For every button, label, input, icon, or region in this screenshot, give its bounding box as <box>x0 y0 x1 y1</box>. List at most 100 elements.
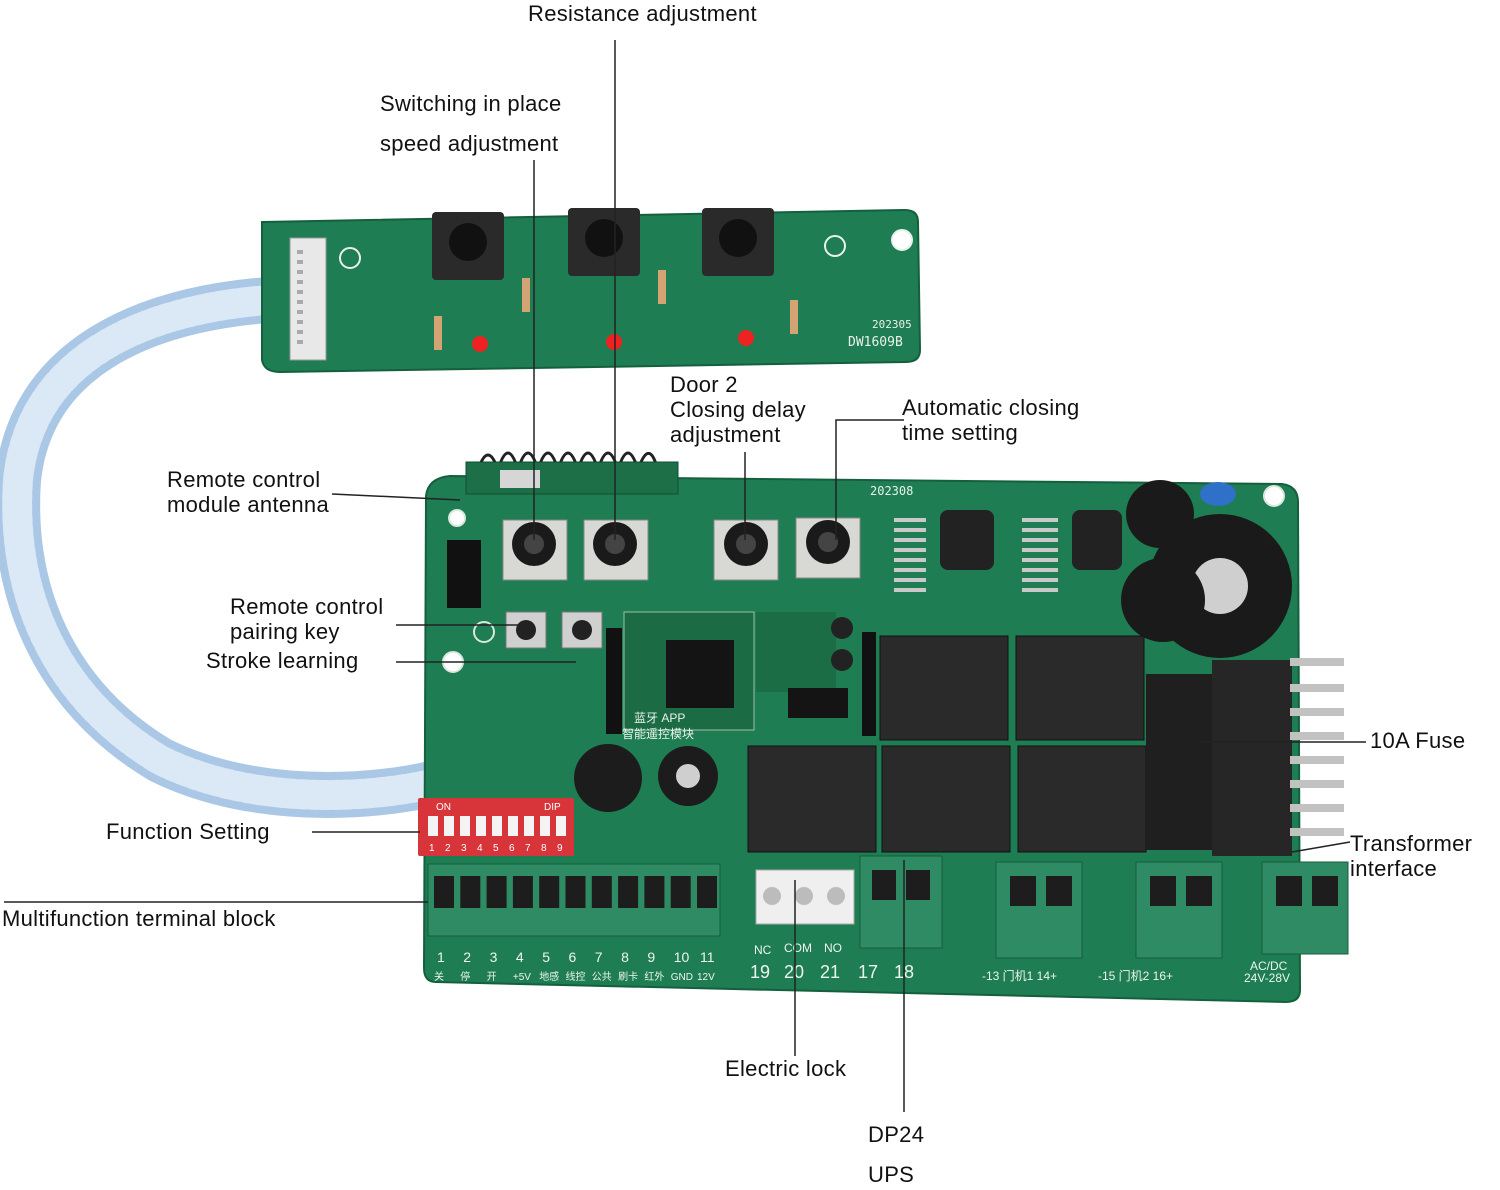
potentiometer-4 <box>795 517 861 579</box>
terminal-function: GND <box>671 972 693 983</box>
motor1-label: -13 门机1 14+ <box>982 968 1057 983</box>
terminal-screw <box>591 876 612 908</box>
terminal-number: 10 <box>674 949 690 965</box>
leader-lines <box>4 40 1366 1112</box>
dip-number: 9 <box>557 843 563 854</box>
label-fuse: 10A Fuse <box>1370 728 1466 753</box>
module-label-1: 蓝牙 APP <box>634 711 685 725</box>
terminal-screw <box>512 876 533 908</box>
module-label-2: 智能遥控模块 <box>622 726 694 741</box>
terminal-function: +5V <box>513 972 531 983</box>
push-button-2 <box>568 208 640 276</box>
terminal-screw <box>434 876 454 908</box>
terminal-number: 3 <box>490 949 498 965</box>
dip-key <box>540 816 550 836</box>
terminal-screw <box>697 876 717 908</box>
terminal-function: 刷卡 <box>618 970 638 983</box>
motor1-terminal <box>995 861 1083 959</box>
terminal-screw <box>539 876 560 908</box>
label-terminal-block: Multifunction terminal block <box>2 906 276 931</box>
label-transformer: Transformer interface <box>1350 831 1473 881</box>
dip-on-label: ON <box>436 802 451 813</box>
lock-num-19: 19 <box>750 962 770 982</box>
terminal-function: 线控 <box>566 970 586 983</box>
label-pairing-key: Remote control pairing key <box>230 594 384 644</box>
motor2-label: -15 门机2 16+ <box>1098 968 1173 983</box>
push-button-1 <box>432 212 504 280</box>
push-button-3 <box>702 208 774 276</box>
label-switching-speed: Switching in place speed adjustment <box>380 91 562 156</box>
dip-key <box>460 816 470 836</box>
dip-number: 6 <box>509 843 515 854</box>
label-antenna: Remote control module antenna <box>167 467 329 517</box>
potentiometer-2 <box>583 519 649 581</box>
antenna-coil <box>476 451 658 476</box>
terminal-number: 8 <box>621 949 629 965</box>
dip-key <box>524 816 534 836</box>
lock-pin-nc: NC <box>754 943 772 957</box>
terminal-function: 红外 <box>644 970 664 983</box>
power-label-1: AC/DC <box>1250 959 1288 973</box>
dip-number: 4 <box>477 843 483 854</box>
terminal-screw <box>565 876 586 908</box>
label-stroke-learning: Stroke learning <box>206 648 359 673</box>
dip-number: 8 <box>541 843 547 854</box>
label-door2-delay: Door 2 Closing delay adjustment <box>670 372 806 447</box>
relays <box>747 635 1147 853</box>
terminal-screw <box>644 876 665 908</box>
terminal-number: 9 <box>647 949 655 965</box>
terminal-function: 停 <box>460 970 470 983</box>
power-label-2: 24V-28V <box>1244 971 1290 985</box>
terminal-number: 6 <box>569 949 577 965</box>
dip-number: 1 <box>429 843 435 854</box>
dip-number: 2 <box>445 843 451 854</box>
dip-number: 7 <box>525 843 531 854</box>
main-board-code: 202308 <box>870 484 913 498</box>
dip-key <box>476 816 486 836</box>
dip-key <box>492 816 502 836</box>
label-electric-lock: Electric lock <box>725 1056 847 1081</box>
terminal-number: 5 <box>542 949 550 965</box>
power-terminal <box>1261 861 1349 955</box>
dip-number: 3 <box>461 843 467 854</box>
terminal-number: 11 <box>700 949 715 965</box>
top-board-code: 202305 <box>872 318 912 331</box>
lock-terminal <box>755 869 855 925</box>
label-dp24-ups: DP24 UPS <box>868 1122 925 1187</box>
ups-num-17: 17 <box>858 962 878 982</box>
dip-key <box>508 816 518 836</box>
potentiometer-1 <box>502 519 568 581</box>
dip-key <box>444 816 454 836</box>
terminal-number: 7 <box>595 949 603 965</box>
button-board: 202305 DW1609B <box>261 208 922 374</box>
terminal-screw <box>670 876 691 908</box>
main-board: 202308 <box>418 461 1349 1004</box>
ups-terminal <box>859 855 943 949</box>
lock-num-20: 20 <box>784 962 804 982</box>
terminal-number: 4 <box>516 949 524 965</box>
dip-number: 5 <box>493 843 499 854</box>
terminal-number: 1 <box>437 949 445 965</box>
motor2-terminal <box>1135 861 1223 959</box>
terminal-function: 公共 <box>592 971 612 983</box>
top-board-model: DW1609B <box>848 335 903 350</box>
label-function-setting: Function Setting <box>106 819 270 844</box>
label-resistance-adjustment: Resistance adjustment <box>528 1 757 26</box>
terminal-screw <box>618 876 639 908</box>
terminal-screw <box>460 876 481 908</box>
lock-num-21: 21 <box>820 962 840 982</box>
terminal-function: 开 <box>487 972 497 983</box>
terminal-number: 2 <box>463 949 471 965</box>
terminal-function: 关 <box>434 970 444 983</box>
dip-dip-label: DIP <box>544 802 561 813</box>
terminal-function: 地感 <box>539 970 559 983</box>
terminal-function: 12V <box>697 972 715 983</box>
label-automatic-closing: Automatic closing time setting <box>902 395 1080 445</box>
terminal-screw <box>486 876 507 908</box>
terminal-block <box>427 863 721 937</box>
potentiometer-3 <box>713 519 779 581</box>
lock-pin-no: NO <box>824 941 842 955</box>
lock-pin-com: COM <box>784 941 812 955</box>
